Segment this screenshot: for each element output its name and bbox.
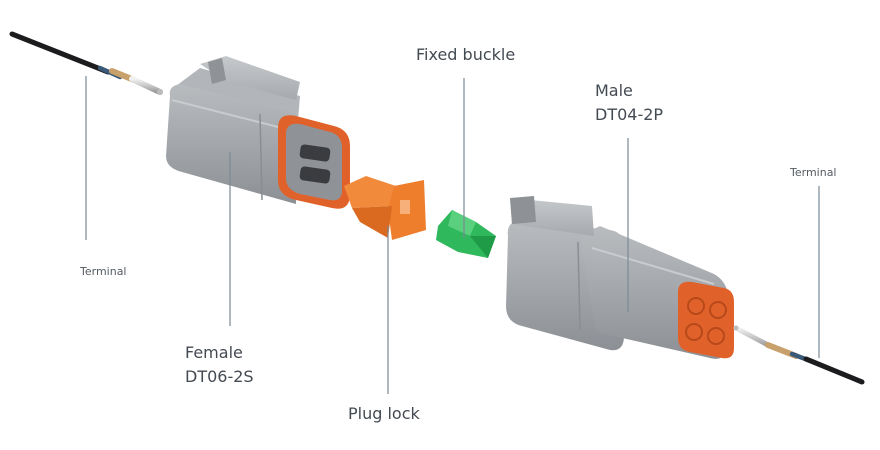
female-housing xyxy=(166,56,300,204)
left-terminal-pin xyxy=(109,68,163,95)
plug-lock xyxy=(344,176,426,240)
label-male-model: DT04-2P xyxy=(595,105,664,124)
label-female-model: DT06-2S xyxy=(185,367,254,386)
right-terminal-pin xyxy=(733,325,799,359)
label-terminal-right: Terminal xyxy=(790,166,837,179)
right-wire xyxy=(789,351,865,385)
female-orange-seal xyxy=(278,115,350,209)
label-fixed-buckle: Fixed buckle xyxy=(416,45,516,64)
label-female: Female xyxy=(185,343,243,362)
label-male: Male xyxy=(595,81,633,100)
label-plug-lock: Plug lock xyxy=(348,404,420,423)
fixed-buckle xyxy=(436,210,496,258)
left-wire xyxy=(9,31,123,80)
male-orange-seal xyxy=(678,281,734,359)
label-terminal-left: Terminal xyxy=(80,265,127,278)
